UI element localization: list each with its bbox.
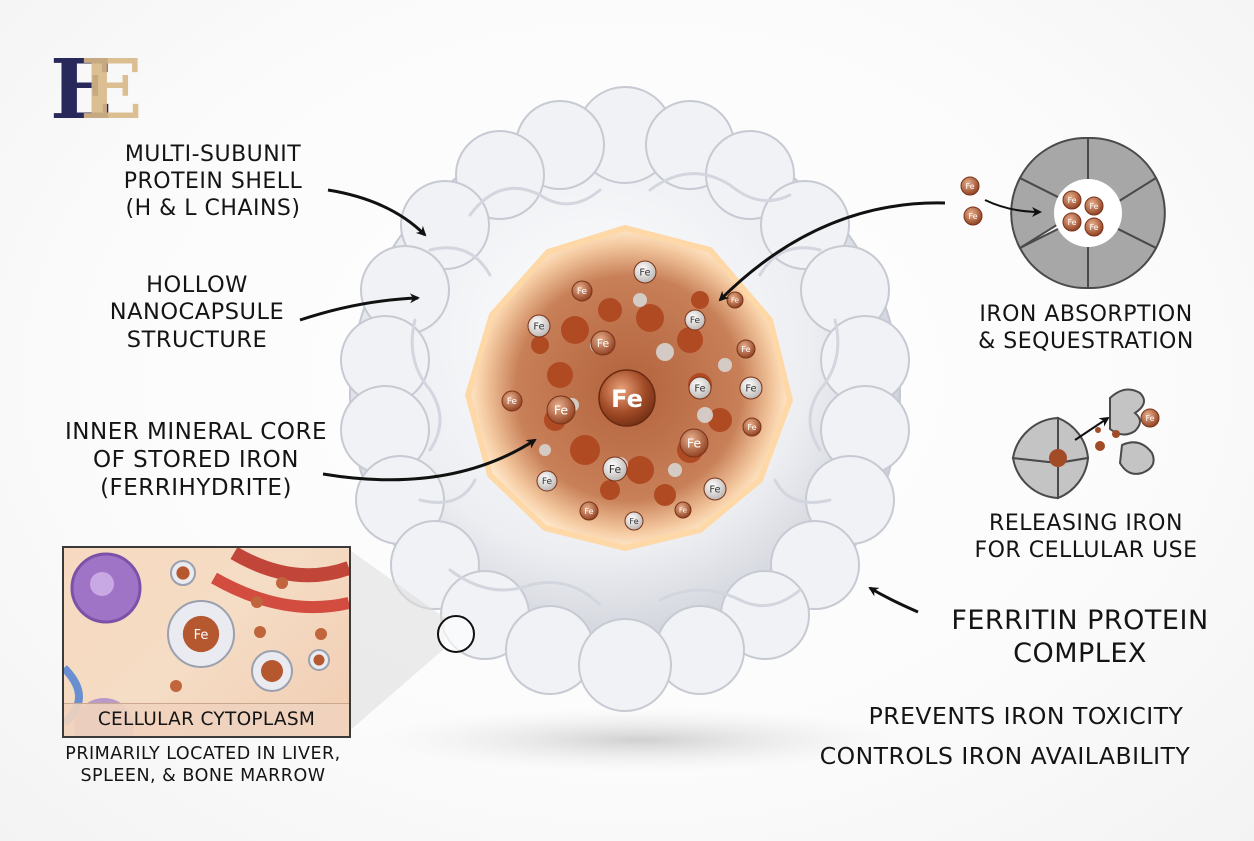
svg-text:Fe: Fe xyxy=(629,516,638,526)
fe-particle: Fe xyxy=(571,280,593,302)
label-prevents-toxicity: PREVENTS IRON TOXICITY xyxy=(868,702,1184,730)
label-iron-absorption: IRON ABSORPTION& SEQUESTRATION xyxy=(978,302,1194,354)
svg-text:Fe: Fe xyxy=(609,463,622,476)
svg-text:Fe: Fe xyxy=(679,506,688,515)
fe-particle: Fe xyxy=(633,260,657,284)
fe-particle: Fe xyxy=(546,395,576,425)
cytoplasm-inset: Fe CELLULAR CYTOPLASM xyxy=(62,546,351,738)
fe-particle: Fe xyxy=(726,291,744,309)
svg-text:Fe: Fe xyxy=(741,344,750,354)
fe-particle: Fe xyxy=(684,309,706,331)
svg-text:Fe: Fe xyxy=(507,397,518,407)
svg-text:Fe: Fe xyxy=(1067,196,1076,205)
mini-ferritin xyxy=(251,650,293,692)
fe-particle: Fe xyxy=(960,176,980,196)
svg-text:Fe: Fe xyxy=(533,321,544,332)
svg-text:Fe: Fe xyxy=(597,337,610,350)
inset-fe-dot xyxy=(254,626,266,638)
fe-particle: Fe xyxy=(674,501,692,519)
inset-caption: CELLULAR CYTOPLASM xyxy=(64,703,349,736)
inset-fe-dot xyxy=(170,680,182,692)
fe-particle: Fe xyxy=(527,314,551,338)
mini-ferritin: Fe xyxy=(167,600,235,668)
fe-particle: Fe xyxy=(736,339,756,359)
fe-particle: Fe xyxy=(624,511,644,531)
svg-text:Fe: Fe xyxy=(194,628,209,643)
svg-text:Fe: Fe xyxy=(745,383,756,394)
inset-fe-dot xyxy=(315,628,327,640)
zoom-circle xyxy=(437,615,475,653)
fe-dot xyxy=(1095,441,1105,451)
label-location: PRIMARILY LOCATED IN LIVER,SPLEEN, & BON… xyxy=(65,744,341,787)
arrow-ferritin xyxy=(868,586,919,614)
inset-connector xyxy=(347,548,445,733)
svg-text:Fe: Fe xyxy=(1145,414,1154,423)
core-fe-symbol: Fe xyxy=(611,385,643,413)
svg-text:Fe: Fe xyxy=(1067,218,1076,227)
fe-particle: Fe xyxy=(1140,408,1160,428)
fe-particle: Fe xyxy=(739,376,763,400)
arrow-hollow xyxy=(299,293,420,322)
fe-particle: Fe xyxy=(1062,190,1082,210)
svg-text:Fe: Fe xyxy=(554,402,569,417)
fe-particle: Fe xyxy=(1062,212,1082,232)
svg-text:Fe: Fe xyxy=(968,212,977,221)
label-controls-availability: CONTROLS IRON AVAILABILITY xyxy=(819,742,1191,770)
fe-dot xyxy=(1112,430,1120,438)
svg-text:Fe: Fe xyxy=(731,296,740,305)
svg-text:Fe: Fe xyxy=(965,182,974,191)
release-icon xyxy=(1011,388,1155,500)
fe-particle: Fe xyxy=(602,456,628,482)
svg-text:Fe: Fe xyxy=(687,435,702,450)
svg-text:Fe: Fe xyxy=(709,484,720,495)
inset-fe-dot xyxy=(276,577,288,589)
fe-particle: Fe xyxy=(501,390,523,412)
release-fe-particles: Fe xyxy=(1095,408,1160,451)
fe-particle: Fe xyxy=(590,330,616,356)
arrow-shell xyxy=(327,188,427,237)
fe-particle: Fe xyxy=(579,501,599,521)
svg-text:Fe: Fe xyxy=(690,316,701,326)
mini-ferritin xyxy=(308,649,330,671)
fe-particle: Fe xyxy=(1084,217,1104,237)
svg-text:Fe: Fe xyxy=(577,287,588,297)
svg-text:Fe: Fe xyxy=(747,422,756,432)
fe-particle: Fe xyxy=(963,206,983,226)
inset-fe-dot xyxy=(251,596,263,608)
arrow-absorb xyxy=(718,201,946,302)
fe-dot xyxy=(1095,427,1101,433)
arrow-core xyxy=(322,438,537,482)
svg-text:Fe: Fe xyxy=(1089,202,1098,211)
protein-shell xyxy=(340,86,910,712)
fe-particle: Fe xyxy=(679,428,709,458)
svg-text:Fe: Fe xyxy=(542,477,553,487)
svg-text:Fe: Fe xyxy=(639,267,650,278)
svg-text:Fe: Fe xyxy=(584,506,593,516)
fe-particle: Fe xyxy=(742,417,762,437)
svg-text:Fe: Fe xyxy=(1089,223,1098,232)
fe-particle: Fe xyxy=(1084,196,1104,216)
fe-particle: Fe xyxy=(703,477,727,501)
svg-text:Fe: Fe xyxy=(694,383,705,394)
mini-ferritin xyxy=(170,560,196,586)
fe-particle: Fe xyxy=(688,376,712,400)
fe-particle: Fe xyxy=(536,470,558,492)
